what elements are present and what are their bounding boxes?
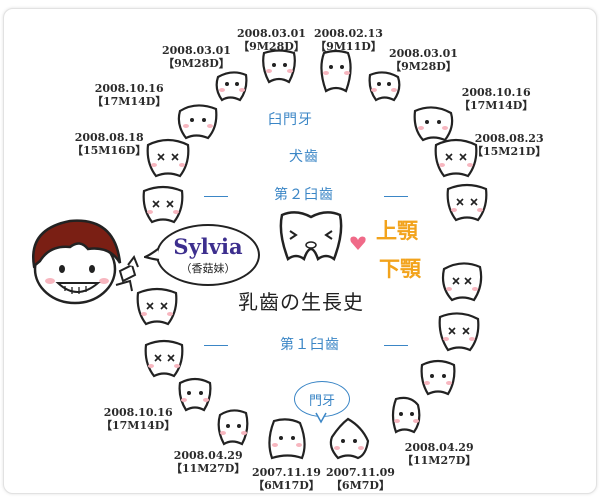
heart-icon	[350, 236, 366, 250]
tooth-icon	[368, 71, 401, 102]
child-nickname: （香菇妹）	[180, 262, 236, 275]
date-label: 2008.04.29【11M27D】	[402, 441, 477, 467]
tooth-icon	[217, 409, 249, 446]
tooth-icon	[413, 106, 454, 142]
date-label: 2008.10.16【17M14D】	[459, 86, 534, 112]
divider-line	[204, 196, 228, 197]
tooth-icon	[142, 185, 184, 224]
tooth-icon	[177, 104, 218, 140]
tooth-icon	[441, 262, 483, 302]
divider-line	[384, 345, 408, 346]
date-label: 2008.08.18【15M16D】	[72, 131, 147, 157]
date-label: 2008.03.01【9M28D】	[162, 44, 231, 70]
tooth-icon	[446, 183, 488, 222]
tooth-icon	[136, 287, 178, 326]
tooth-icon	[434, 138, 478, 178]
date-label: 2007.11.19【6M17D】	[252, 466, 321, 492]
date-label: 2008.10.16【17M14D】	[101, 406, 176, 432]
label-molar: 臼門牙	[268, 112, 313, 128]
date-label: 2008.08.23【15M21D】	[472, 132, 547, 158]
date-label: 2008.03.01【9M28D】	[389, 47, 458, 73]
bubble-tail-icon	[144, 248, 160, 262]
divider-line	[384, 196, 408, 197]
tooth-icon	[178, 377, 212, 412]
page-title: 乳齒の生長史	[238, 290, 364, 314]
upper-jaw-label: 上顎	[376, 219, 418, 243]
tooth-icon	[438, 312, 480, 352]
name-speech-bubble: Sylvia （香菇妹）	[156, 224, 260, 286]
illustration-card: 2008.03.01【9M28D】 2008.02.13【9M11D】 2008…	[3, 8, 597, 494]
tooth-icon	[215, 71, 248, 102]
divider-line	[204, 345, 228, 346]
tooth-icon	[268, 418, 306, 460]
tooth-icon	[391, 396, 421, 434]
tooth-icon	[144, 339, 184, 378]
bubble-tail-icon	[315, 412, 327, 424]
date-label: 2007.11.09【6M7D】	[326, 466, 395, 492]
tooth-icon	[320, 49, 352, 93]
label-first-molar: 第１臼齒	[280, 337, 340, 353]
label-second-molar: 第２臼齒	[274, 187, 334, 203]
label-incisor: 門牙	[308, 394, 335, 409]
tooth-icon	[146, 138, 190, 178]
tooth-icon	[329, 417, 370, 460]
date-label: 2008.10.16【17M14D】	[92, 82, 167, 108]
child-name: Sylvia	[173, 234, 243, 259]
date-label: 2008.03.01【9M28D】	[237, 27, 306, 53]
tooth-icon	[420, 359, 456, 396]
big-tooth-icon	[279, 211, 343, 262]
child-face-icon	[32, 219, 139, 305]
date-label: 2008.02.13【9M11D】	[314, 27, 383, 53]
label-canine: 犬齒	[289, 149, 319, 165]
tooth-icon	[262, 49, 296, 84]
date-label: 2008.04.29【11M27D】	[171, 449, 246, 475]
lower-jaw-label: 下顎	[379, 257, 421, 281]
